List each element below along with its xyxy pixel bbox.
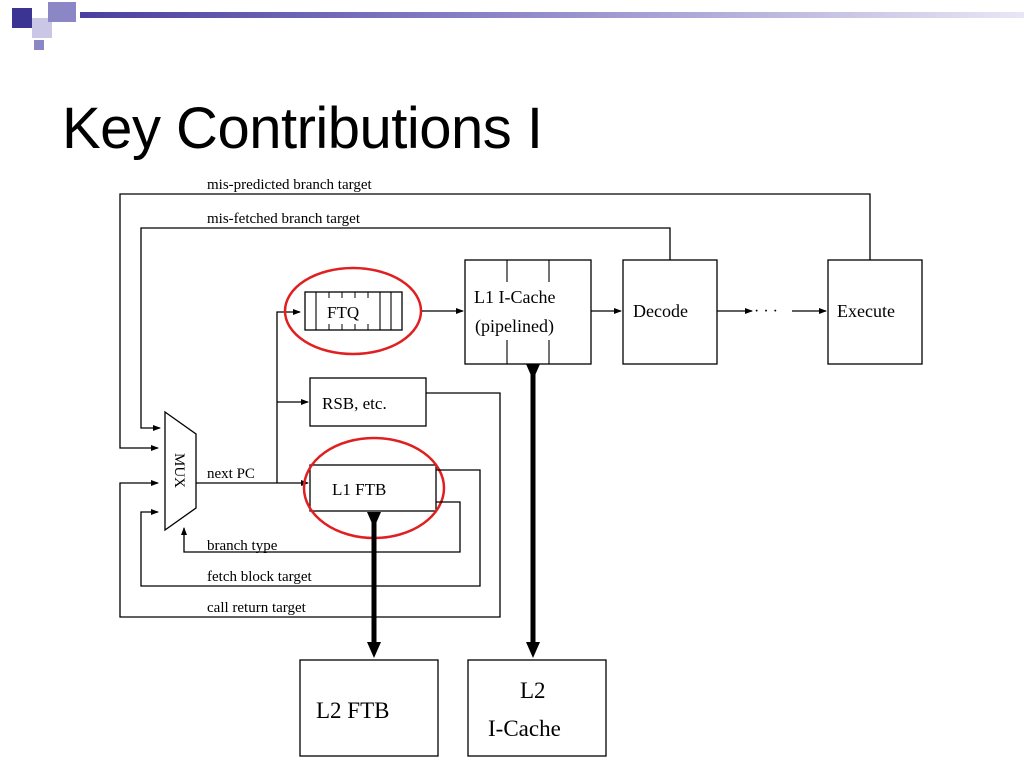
l2-ftb-block xyxy=(299,659,439,757)
misfetched-feedback-line xyxy=(140,227,671,431)
mux-block xyxy=(164,410,197,532)
deco-gradient-bar xyxy=(80,12,1024,18)
ftq-block xyxy=(304,291,403,331)
pipeline-ellipsis: · · · xyxy=(754,303,778,320)
next-pc-to-ftq-line xyxy=(276,309,301,483)
misfetched-label: mis-fetched branch target xyxy=(207,211,361,227)
l1-icache-sublabel: (pipelined) xyxy=(475,316,554,337)
slide-title: Key Contributions I xyxy=(62,96,543,161)
call-return-target-label: call return target xyxy=(207,600,307,616)
fetch-block-target-line xyxy=(140,469,481,587)
l1-ftb-block xyxy=(309,464,437,512)
l1-icache-label: L1 I-Cache xyxy=(474,287,555,307)
execute-block xyxy=(827,259,923,365)
execute-label: Execute xyxy=(837,301,895,321)
deco-square-small xyxy=(34,40,44,50)
l1-ftb-label: L1 FTB xyxy=(332,480,386,499)
deco-square-mid xyxy=(48,2,76,22)
deco-square-dark xyxy=(12,8,32,28)
mispredicted-label: mis-predicted branch target xyxy=(207,177,372,193)
mux-label: MUX xyxy=(171,453,187,488)
decode-block xyxy=(622,259,718,365)
l2-icache-block xyxy=(467,659,607,757)
ftq-label: FTQ xyxy=(327,303,359,322)
fetch-block-target-label: fetch block target xyxy=(207,569,313,585)
rsb-label: RSB, etc. xyxy=(322,394,387,413)
decode-label: Decode xyxy=(633,301,688,321)
ftq-highlight-circle xyxy=(283,266,423,356)
branch-type-line xyxy=(181,501,461,553)
l2-icache-label: L2 xyxy=(520,678,546,703)
rsb-block xyxy=(309,377,427,427)
l2-icache-sublabel: I-Cache xyxy=(488,716,561,741)
slide-header-decoration xyxy=(0,0,1024,60)
call-return-target-line xyxy=(119,392,501,618)
deco-square-light xyxy=(32,18,52,38)
branch-type-label: branch type xyxy=(207,538,278,554)
next-pc-label: next PC xyxy=(207,466,255,482)
l2-ftb-label: L2 FTB xyxy=(316,698,389,723)
mispredicted-feedback-line xyxy=(119,193,871,451)
l1-icache-block xyxy=(464,259,592,365)
